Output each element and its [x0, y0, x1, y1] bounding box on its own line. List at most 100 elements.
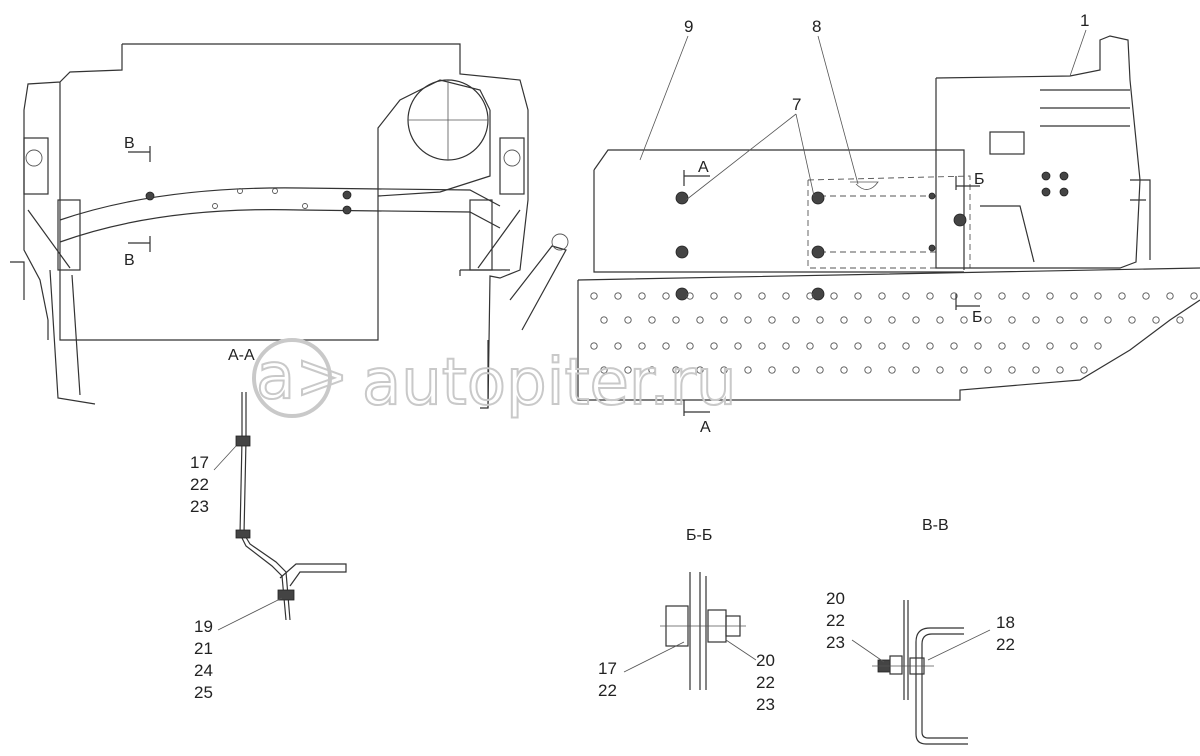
section-bb-title: Б-Б	[686, 527, 712, 544]
section-aa-title: А-А	[228, 347, 255, 364]
frame-hole	[840, 316, 848, 324]
frame-hole	[1118, 292, 1126, 300]
frame-hole	[758, 342, 766, 350]
vv-callout-22: 22	[826, 611, 845, 630]
frame-hole	[1046, 292, 1054, 300]
frame-hole	[902, 292, 910, 300]
frame-hole	[864, 366, 872, 374]
vv-callout-20: 20	[826, 589, 845, 608]
frame-hole	[1046, 342, 1054, 350]
frame-hole	[888, 366, 896, 374]
frame-hole	[686, 292, 694, 300]
frame-hole	[1190, 292, 1198, 300]
frame-hole	[638, 342, 646, 350]
frame-hole	[998, 342, 1006, 350]
frame-hole	[1056, 316, 1064, 324]
frame-hole	[672, 316, 680, 324]
frame-hole	[638, 292, 646, 300]
frame-hole	[816, 316, 824, 324]
frame-hole	[840, 366, 848, 374]
side-view: А А Б Б 9 8 7 1	[577, 11, 1200, 436]
frame-hole	[590, 342, 598, 350]
frame-hole	[974, 292, 982, 300]
section-vv: В-В 20 22 23 18 22	[826, 517, 1015, 745]
frame-hole	[1056, 366, 1064, 374]
frame-hole	[902, 342, 910, 350]
aa-callout-22: 22	[190, 475, 209, 494]
frame-hole	[950, 292, 958, 300]
bb-callout-23: 23	[756, 695, 775, 714]
section-mark-v-lower: В	[124, 252, 135, 269]
frame-hole	[768, 366, 776, 374]
aa-callout-17: 17	[190, 453, 209, 472]
frame-hole	[734, 292, 742, 300]
frame-hole	[806, 292, 814, 300]
frame-hole	[662, 292, 670, 300]
section-vv-title: В-В	[922, 517, 949, 534]
vv-callout-22b: 22	[996, 635, 1015, 654]
callout-9: 9	[684, 17, 693, 36]
frame-hole	[926, 342, 934, 350]
frame-hole	[744, 316, 752, 324]
frame-hole	[720, 366, 728, 374]
frame-hole	[888, 316, 896, 324]
frame-hole	[696, 316, 704, 324]
frame-hole	[792, 366, 800, 374]
frame-hole	[614, 342, 622, 350]
frame-hole	[734, 342, 742, 350]
watermark-text: autopiter.ru	[362, 346, 737, 420]
section-mark-v-upper: В	[124, 135, 135, 152]
frame-hole	[648, 316, 656, 324]
frame-hole	[590, 292, 598, 300]
frame-hole	[912, 366, 920, 374]
frame-hole	[830, 292, 838, 300]
frame-hole	[1080, 316, 1088, 324]
frame-hole	[686, 342, 694, 350]
frame-hole	[950, 342, 958, 350]
frame-hole	[614, 292, 622, 300]
frame-hole	[1128, 316, 1136, 324]
section-mark-b-upper: Б	[974, 171, 985, 188]
frame-hole	[1022, 292, 1030, 300]
frame-hole	[926, 292, 934, 300]
watermark: a> autopiter.ru	[252, 338, 738, 421]
callout-7: 7	[792, 95, 801, 114]
section-mark-a-lower: А	[700, 419, 711, 436]
frame-hole	[960, 316, 968, 324]
front-view: В В	[10, 43, 569, 409]
frame-hole	[1094, 292, 1102, 300]
section-bb: Б-Б 17 22 20 22 23	[598, 527, 775, 714]
frame-hole	[696, 366, 704, 374]
section-mark-a-upper: А	[698, 159, 709, 176]
frame-hole	[1166, 292, 1174, 300]
bb-callout-17: 17	[598, 659, 617, 678]
frame-hole	[720, 316, 728, 324]
frame-holes	[590, 292, 1198, 374]
frame-hole	[816, 366, 824, 374]
frame-hole	[744, 366, 752, 374]
aa-callout-23: 23	[190, 497, 209, 516]
frame-hole	[624, 366, 632, 374]
frame-hole	[998, 292, 1006, 300]
frame-hole	[936, 316, 944, 324]
frame-hole	[878, 292, 886, 300]
aa-callout-21: 21	[194, 639, 213, 658]
frame-hole	[758, 292, 766, 300]
frame-hole	[984, 366, 992, 374]
frame-hole	[1070, 342, 1078, 350]
frame-hole	[648, 366, 656, 374]
bb-callout-22b: 22	[756, 673, 775, 692]
frame-hole	[878, 342, 886, 350]
frame-hole	[782, 292, 790, 300]
frame-hole	[1152, 316, 1160, 324]
frame-hole	[830, 342, 838, 350]
frame-hole	[936, 366, 944, 374]
frame-hole	[1104, 316, 1112, 324]
frame-hole	[1080, 366, 1088, 374]
vv-callout-23: 23	[826, 633, 845, 652]
callout-8: 8	[812, 17, 821, 36]
bb-callout-22: 22	[598, 681, 617, 700]
frame-hole	[768, 316, 776, 324]
frame-hole	[912, 316, 920, 324]
